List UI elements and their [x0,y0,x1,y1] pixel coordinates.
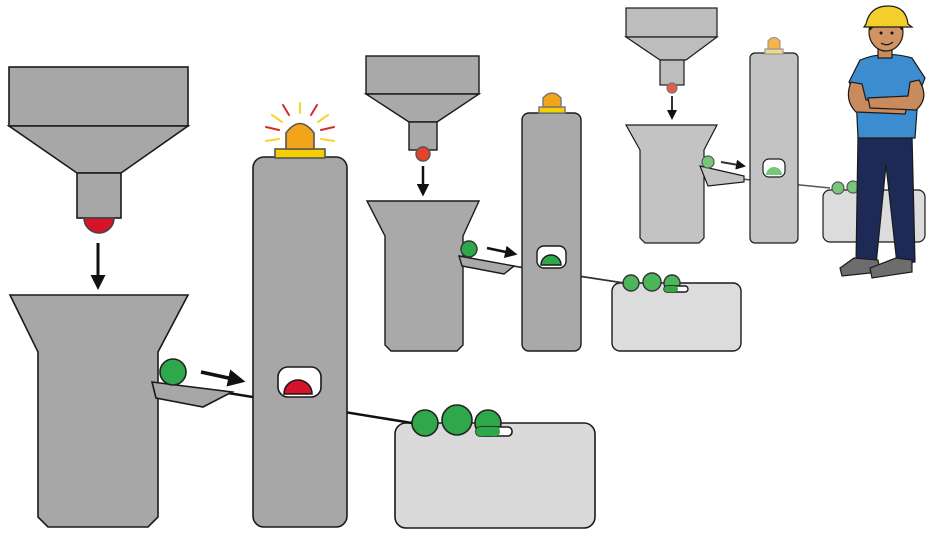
alarm-ray [265,138,280,142]
good-ball [411,409,439,437]
nozzle-front [83,217,115,234]
hopper-top-middle [365,55,480,95]
good-ball [622,274,640,292]
worker-illustration [839,5,926,279]
beacon-base-middle [538,106,566,114]
sensor-ball-back [766,167,782,175]
beacon-middle [542,92,562,108]
worker-mouth [880,41,894,46]
inspection-column-back [749,52,799,244]
worker-arm-right [867,79,925,111]
hopper-top-back [625,7,718,38]
receiver-middle [365,200,481,352]
sorting-station-front [6,66,596,529]
good-ball [159,358,187,386]
worker-shirt [848,53,926,139]
alarm-ray [310,104,318,116]
hopper-funnel-back [624,36,719,61]
receiver-front [8,294,190,528]
good-ball [701,155,715,169]
worker-eye [879,31,883,35]
sorting-station-middle [363,55,742,352]
defective-ball-red [283,379,313,395]
hopper-neck-back [659,59,685,86]
flow-arrow-middle [486,245,518,259]
sorting-station-back [624,7,926,244]
hopper-top-front [8,66,189,127]
alarm-ray [265,126,280,131]
nozzle-middle [415,146,431,162]
chute-front [150,381,235,408]
worker-eye [890,31,894,35]
chute-middle [458,255,516,275]
collection-bin-front [394,422,596,529]
flow-arrow-back [720,159,746,170]
hopper-funnel-front [6,125,191,174]
flow-arrow-front [200,369,246,387]
sensor-ball-middle [540,254,562,266]
hard-hat-icon [862,5,914,28]
good-ball [441,404,473,436]
alarm-ray [271,114,283,123]
alarm-ray [320,138,335,142]
hopper-neck-front [76,172,122,219]
alarm-rays [265,102,335,142]
beacon-base-front [274,148,326,159]
good-ball [460,240,478,258]
alarm-ray [317,114,329,123]
receiver-back [624,124,718,244]
collection-bin-middle [611,282,742,352]
nozzle-back [666,82,678,94]
good-ball [642,272,662,292]
alarm-ray [282,104,290,116]
bin-slot-ball [664,286,678,292]
beacon-back [767,36,781,50]
good-ball [831,181,845,195]
alarm-ray [320,126,335,131]
chute-back [699,165,745,187]
hopper-funnel-middle [363,93,482,123]
worker-shoe-right [869,257,913,279]
flashing-beacon-icon [285,122,315,150]
inspection-column-front [252,156,348,528]
inspection-column-middle [521,112,582,352]
hopper-neck-middle [408,121,438,151]
bin-slot-ball [476,427,500,436]
beacon-base-back [764,48,784,55]
